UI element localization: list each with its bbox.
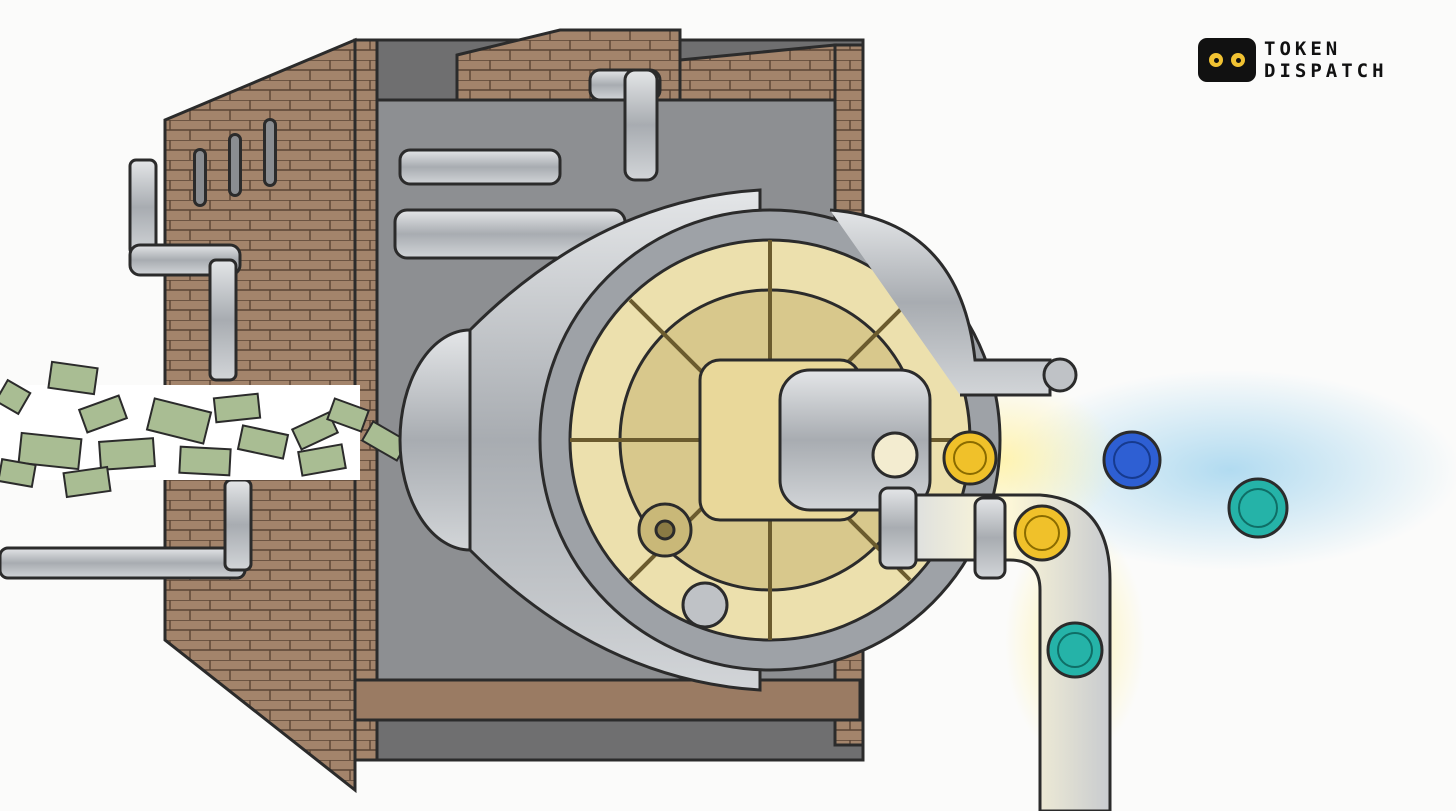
pipe-icon [878, 486, 1112, 811]
token-dispatch-logo: TOKEN DISPATCH [1198, 38, 1388, 82]
logo-wordmark: TOKEN DISPATCH [1264, 38, 1388, 82]
pipe-icon [0, 68, 662, 580]
logo-eye-left [1207, 51, 1225, 69]
gear-icon [637, 502, 729, 629]
crypto-coin-icon [942, 430, 1289, 679]
logo-line-dispatch: DISPATCH [1264, 60, 1388, 82]
goggle-eyes-logo-icon [1198, 38, 1256, 82]
logo-line-token: TOKEN [1264, 38, 1342, 60]
banknote-icon [0, 360, 410, 499]
logo-eye-right [1229, 51, 1247, 69]
